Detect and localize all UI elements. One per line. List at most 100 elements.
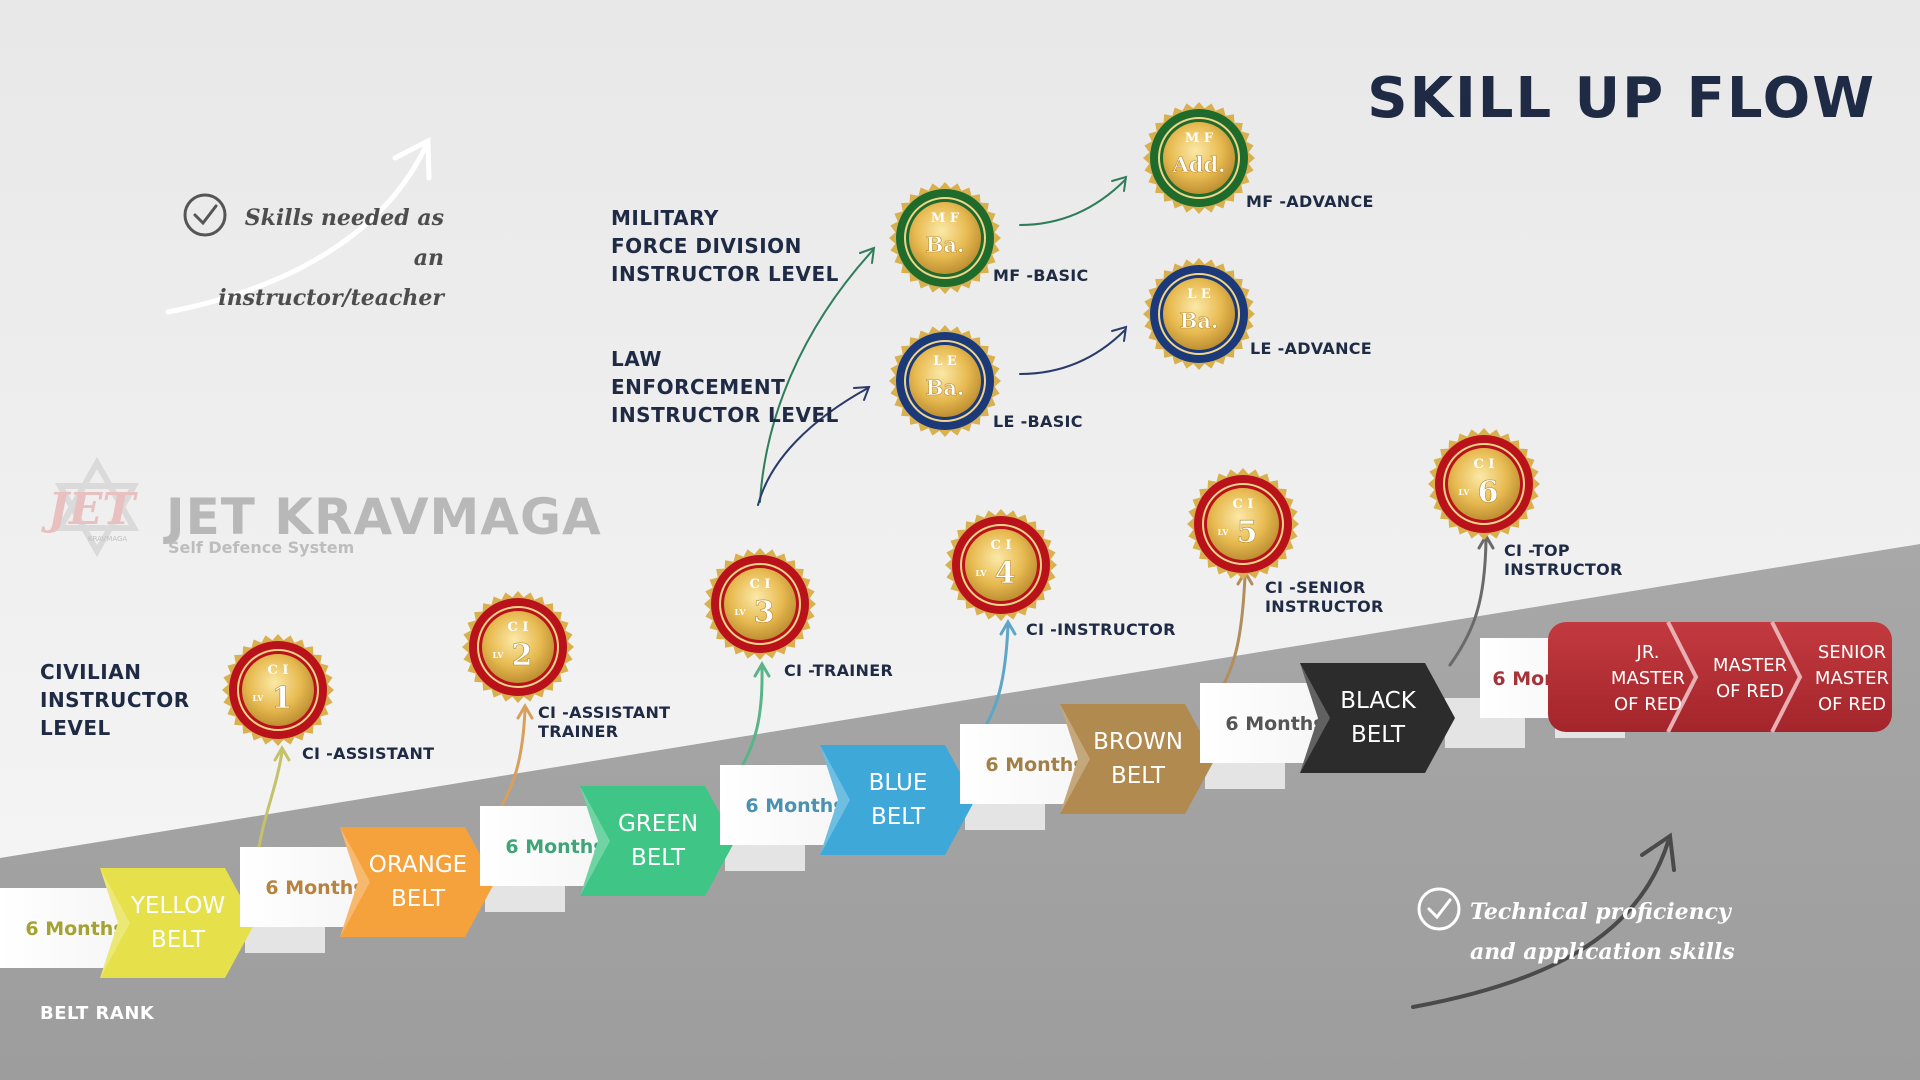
label-ci-trainer: CI -TRAINER bbox=[784, 661, 894, 680]
belt-step-black: 6 Months BLACK BELT bbox=[1200, 663, 1525, 773]
medal-le-basic: L EBa. bbox=[889, 325, 1001, 437]
medal-main-text: 1 bbox=[272, 681, 293, 716]
label-law-enforcement-level: LAW ENFORCEMENT INSTRUCTOR LEVEL bbox=[611, 347, 839, 427]
belt-label-line: BELT bbox=[631, 845, 686, 871]
months-label: 6 Months bbox=[505, 836, 604, 858]
arrow-yellow-to-ci1 bbox=[256, 750, 284, 857]
medal-main-text: Ba. bbox=[926, 232, 965, 257]
belt-hexagon-notch bbox=[340, 827, 370, 937]
arrow-ci3-to-le-basic bbox=[757, 387, 869, 506]
medal-lv-text: LV bbox=[1459, 487, 1471, 497]
arrow-green-to-ci3-head bbox=[753, 661, 771, 678]
medal-main-text: 5 bbox=[1237, 515, 1258, 550]
medal-inner-line bbox=[1158, 117, 1240, 199]
months-label: 6 Months bbox=[745, 795, 844, 817]
label-le-advance: LE -ADVANCE bbox=[1250, 339, 1373, 358]
medal-inner-line bbox=[719, 563, 801, 645]
arrow-ci3-to-le-basic-head bbox=[853, 385, 871, 401]
belt-hexagon-notch bbox=[1300, 663, 1330, 773]
medal-gold-center bbox=[1207, 488, 1279, 560]
medal-top-text: C I bbox=[508, 620, 529, 635]
arrow-le-basic-to-advance bbox=[1019, 329, 1126, 375]
label-belt-rank: BELT RANK bbox=[40, 1003, 155, 1024]
master-label-line: OF RED bbox=[1614, 694, 1682, 715]
label-military-level: MILITARY FORCE DIVISION INSTRUCTOR LEVEL bbox=[611, 206, 839, 286]
label-le-basic: LE -BASIC bbox=[993, 412, 1083, 431]
logo-name: JET KRAVMAGA bbox=[166, 488, 602, 546]
belt-hexagon bbox=[580, 786, 735, 896]
medal-inner-line bbox=[477, 606, 559, 688]
medal-top-text: C I bbox=[1474, 457, 1495, 472]
belt-label-line: BELT bbox=[1351, 722, 1406, 748]
label-mf-basic: MF -BASIC bbox=[993, 266, 1089, 285]
logo-mark-text: JET bbox=[41, 484, 138, 535]
medal-inner-line bbox=[904, 197, 986, 279]
belt-hexagon-notch bbox=[820, 745, 850, 855]
medal-lv-text: LV bbox=[253, 693, 265, 703]
medal-gold-center bbox=[909, 202, 981, 274]
label-ci-assistant: CI -ASSISTANT bbox=[302, 744, 435, 763]
medal-main-text: Ba. bbox=[926, 375, 965, 400]
medal-inner-line bbox=[237, 649, 319, 731]
check-icon-instructor bbox=[182, 192, 228, 238]
medal-le-advance: L EBa. bbox=[1143, 258, 1255, 370]
medal-inner-line bbox=[1202, 483, 1284, 565]
medal-gold-center bbox=[482, 611, 554, 683]
medal-inner-line bbox=[904, 340, 986, 422]
medal-gold-center bbox=[1163, 122, 1235, 194]
medal-lv-text: LV bbox=[493, 650, 505, 660]
arrow-mf-basic-to-advance-head bbox=[1111, 175, 1128, 192]
medal-top-text: L E bbox=[1187, 287, 1211, 302]
medal-gold-center bbox=[1448, 448, 1520, 520]
medal-gold-center bbox=[242, 654, 314, 726]
medal-ci-2: C I LV 2 bbox=[462, 591, 574, 703]
medal-main-text: 3 bbox=[754, 595, 775, 630]
arrow-yellow-to-ci1-head bbox=[273, 745, 291, 762]
months-label: 6 Months bbox=[1225, 713, 1324, 735]
medal-lv-text: LV bbox=[735, 607, 747, 617]
medal-top-text: M F bbox=[931, 211, 960, 226]
label-mf-advance: MF -ADVANCE bbox=[1246, 192, 1374, 211]
arrow-technical-skills bbox=[1411, 840, 1670, 1009]
medal-main-text: 2 bbox=[512, 638, 533, 673]
medal-ci-1: C I LV 1 bbox=[222, 634, 334, 746]
master-label-line: OF RED bbox=[1818, 694, 1886, 715]
note-instructor-skills: Skills needed as an instructor/teacher bbox=[218, 205, 444, 311]
arrow-instructor-skills bbox=[165, 145, 428, 315]
medal-mf-basic: M F Ba. bbox=[889, 182, 1001, 294]
belt-hexagon bbox=[1300, 663, 1455, 773]
months-label: 6 Months bbox=[265, 877, 364, 899]
belt-label-line: BELT bbox=[391, 886, 446, 912]
medal-top-text: C I bbox=[1233, 497, 1254, 512]
belt-label-line: ORANGE bbox=[369, 852, 467, 878]
belt-label-line: BELT bbox=[151, 927, 206, 953]
master-label-line: OF RED bbox=[1716, 681, 1784, 702]
logo-watermark: JET KRAVMAGA bbox=[41, 456, 140, 558]
arrow-technical-skills-head bbox=[1640, 832, 1676, 872]
label-ci-top-instructor: CI -TOP INSTRUCTOR bbox=[1504, 541, 1623, 579]
label-ci-senior-instructor: CI -SENIOR INSTRUCTOR bbox=[1265, 578, 1384, 616]
medal-top-text: C I bbox=[268, 663, 289, 678]
arrow-ci3-to-mf-basic bbox=[759, 249, 874, 503]
belt-label-line: BROWN bbox=[1093, 729, 1183, 755]
master-red-panel bbox=[1548, 622, 1892, 732]
belt-label-line: BLACK bbox=[1340, 688, 1417, 714]
master-label-line: MASTER bbox=[1713, 655, 1787, 676]
logo-subtitle: Self Defence System bbox=[168, 538, 355, 557]
belt-hexagon-notch bbox=[580, 786, 610, 896]
belt-hexagon bbox=[820, 745, 975, 855]
medal-lv-text: LV bbox=[976, 568, 988, 578]
belt-hexagon bbox=[1060, 704, 1215, 814]
belt-hexagon-notch bbox=[100, 868, 130, 978]
label-ci-instructor: CI -INSTRUCTOR bbox=[1026, 620, 1176, 639]
